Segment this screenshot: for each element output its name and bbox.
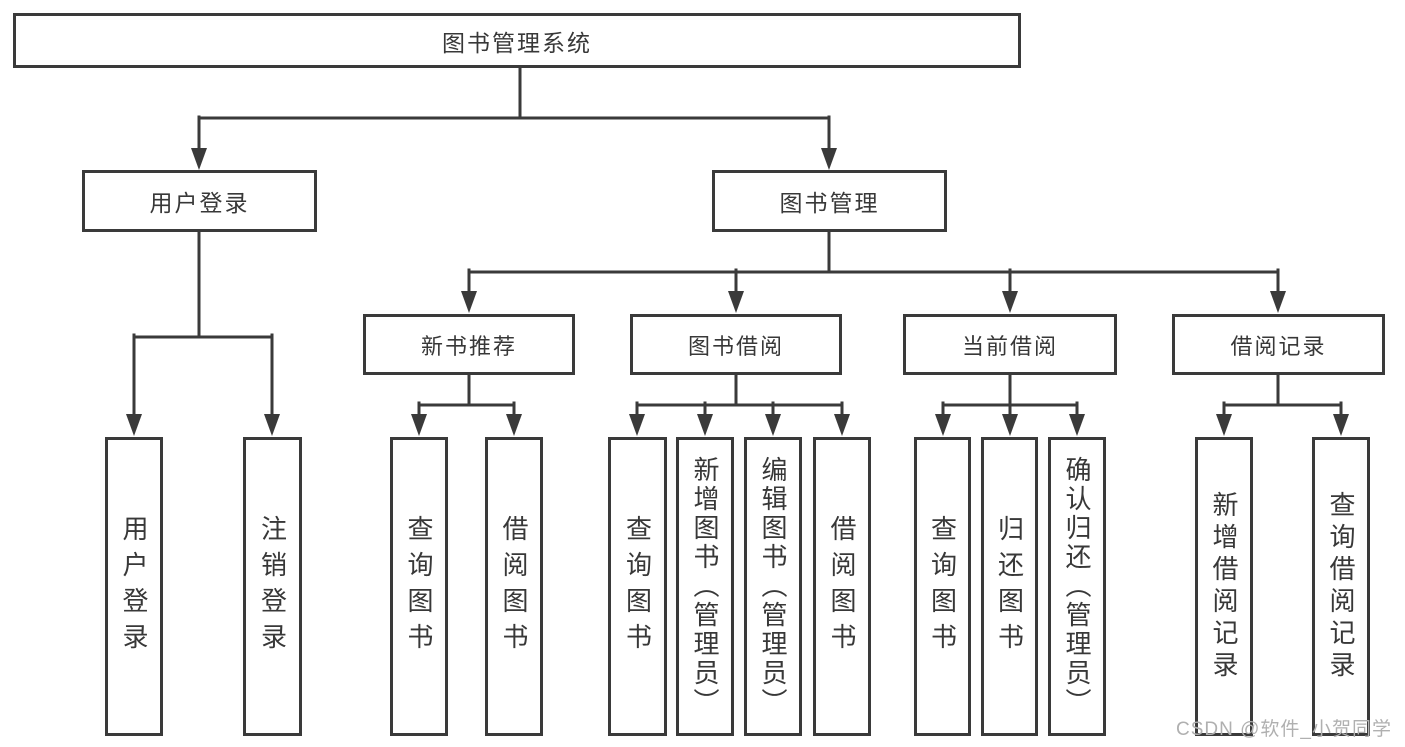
leaf-label: 新增借阅记录 — [1209, 490, 1239, 683]
leaf-label: 查询借阅记录 — [1326, 490, 1356, 683]
leaf-add-borrow-record: 新增借阅记录 — [1195, 437, 1253, 736]
leaf-label: 新增图书（管理员） — [690, 456, 720, 717]
leaf-edit-books-admin: 编辑图书（管理员） — [744, 437, 802, 736]
node-new-book-recommend: 新书推荐 — [363, 314, 575, 375]
node-label: 图书管理 — [779, 190, 880, 216]
node-label: 借阅记录 — [1230, 333, 1327, 359]
leaf-add-books-admin: 新增图书（管理员） — [676, 437, 734, 736]
node-library-system: 图书管理系统 — [13, 13, 1021, 68]
leaf-label: 编辑图书（管理员） — [758, 456, 788, 717]
leaf-query-borrow-record: 查询借阅记录 — [1312, 437, 1370, 736]
leaf-current-query-books: 查询图书 — [914, 437, 971, 736]
node-label: 图书借阅 — [687, 333, 784, 359]
leaf-label: 查询图书 — [622, 514, 653, 659]
leaf-logout: 注销登录 — [243, 437, 302, 736]
csdn-watermark: CSDN @软件_小贺同学 — [1176, 719, 1392, 740]
node-book-borrow: 图书借阅 — [630, 314, 842, 375]
node-label: 新书推荐 — [420, 333, 517, 359]
leaf-label: 查询图书 — [927, 514, 958, 659]
leaf-borrow-books: 借阅图书 — [813, 437, 871, 736]
node-borrow-records: 借阅记录 — [1172, 314, 1385, 375]
leaf-label: 注销登录 — [257, 514, 288, 659]
leaf-recommend-query-books: 查询图书 — [390, 437, 448, 736]
node-book-management: 图书管理 — [712, 170, 947, 232]
node-label: 用户登录 — [149, 190, 250, 216]
leaf-label: 归还图书 — [994, 514, 1025, 659]
leaf-return-books: 归还图书 — [981, 437, 1038, 736]
leaf-label: 借阅图书 — [827, 514, 857, 659]
leaf-label: 借阅图书 — [499, 514, 529, 659]
leaf-borrow-query-books: 查询图书 — [608, 437, 667, 736]
node-label: 图书管理系统 — [442, 29, 592, 56]
node-current-borrow: 当前借阅 — [903, 314, 1117, 375]
leaf-recommend-borrow-books: 借阅图书 — [485, 437, 543, 736]
leaf-label: 查询图书 — [404, 514, 434, 659]
leaf-user-login: 用户登录 — [105, 437, 163, 736]
leaf-label: 用户登录 — [119, 514, 149, 659]
node-user-login: 用户登录 — [82, 170, 317, 232]
leaf-label: 确认归还（管理员） — [1062, 456, 1092, 717]
node-label: 当前借阅 — [961, 333, 1058, 359]
leaf-confirm-return-admin: 确认归还（管理员） — [1048, 437, 1106, 736]
